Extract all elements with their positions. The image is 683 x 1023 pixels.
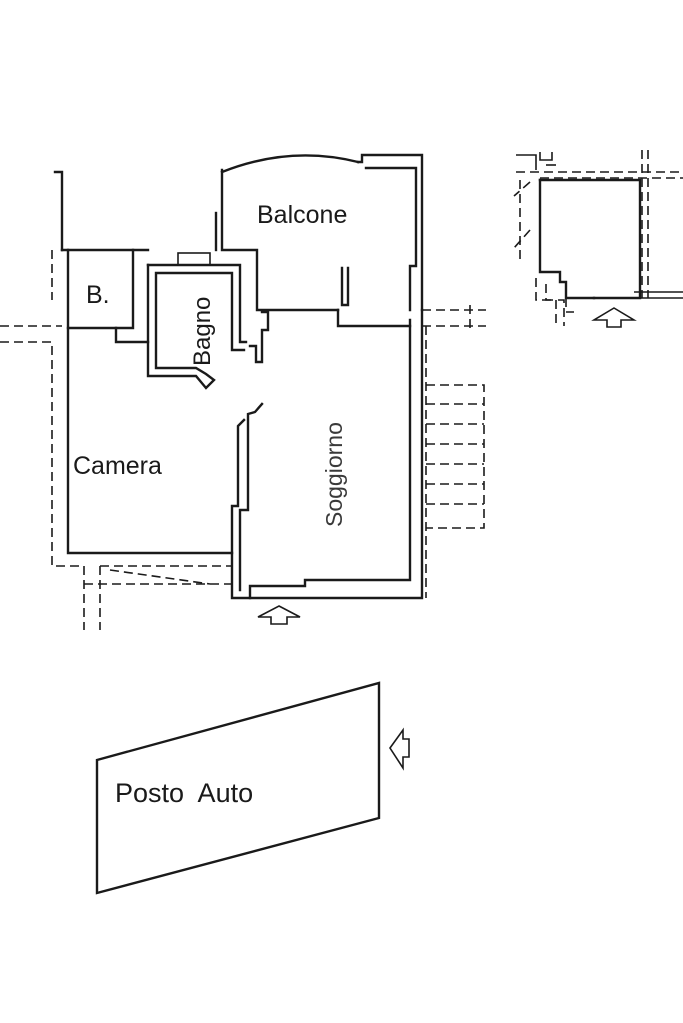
parking-space-outline [95, 681, 381, 895]
room-label-posto-auto: Posto Auto [115, 778, 253, 808]
room-label-bagno: Bagno [189, 297, 216, 366]
room-label-bagno-small: B. [86, 281, 110, 309]
apartment-walls [53, 153, 424, 600]
dashed-boundaries [0, 250, 486, 630]
room-label-camera: Camera [73, 452, 162, 480]
entrance-arrow-up-icon [257, 605, 301, 625]
entrance-arrow-up-icon [591, 307, 637, 328]
detail-unit [513, 150, 683, 328]
room-label-soggiorno: Soggiorno [321, 422, 347, 527]
room-label-balcone: Balcone [257, 201, 347, 229]
entrance-arrow-left-icon [389, 727, 410, 771]
